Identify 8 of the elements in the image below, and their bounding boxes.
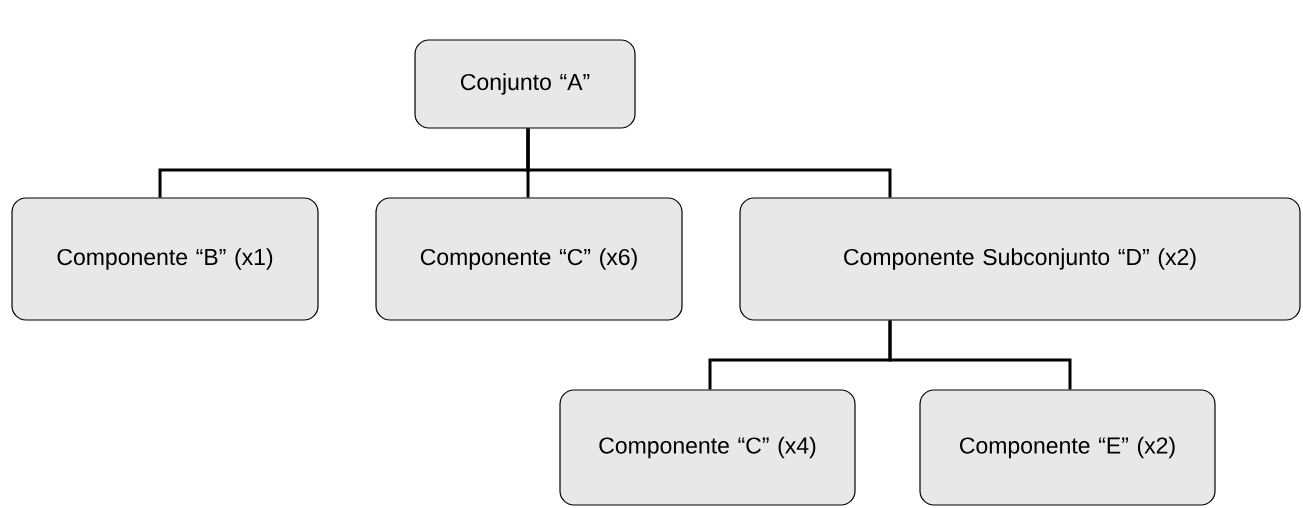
- component-box: Componente Subconjunto “D” (x2): [739, 197, 1301, 321]
- connector-line: [526, 128, 892, 198]
- component-box: Componente “C” (x6): [375, 197, 683, 321]
- component-box: Componente “E” (x2): [919, 389, 1216, 506]
- connector-line: [888, 320, 1072, 390]
- component-box: Componente “B” (x1): [11, 197, 319, 321]
- component-box: Conjunto “A”: [414, 39, 636, 129]
- component-box: Componente “C” (x4): [559, 389, 856, 506]
